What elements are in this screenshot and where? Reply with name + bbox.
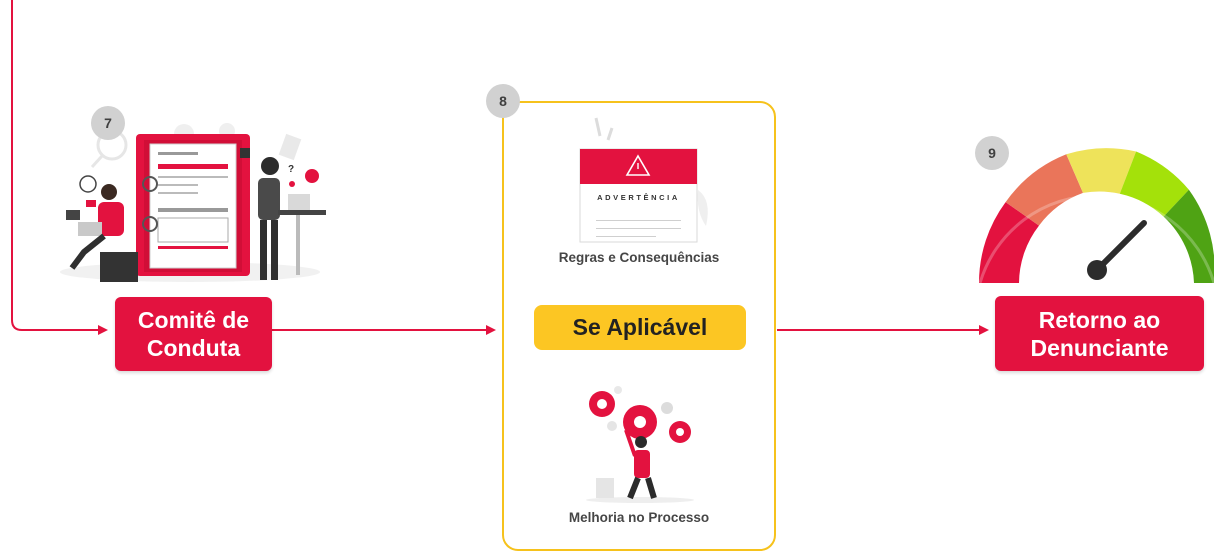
step-9-title-box: Retorno ao Denunciante: [995, 296, 1204, 371]
step-9-title-line-2: Denunciante: [1030, 334, 1169, 361]
process-improvement-caption: Melhoria no Processo: [568, 509, 710, 525]
step-9-title-line-1: Retorno ao: [1038, 306, 1161, 333]
incoming-connector: [11, 0, 108, 335]
step-7-badge: 7: [91, 106, 125, 140]
if-applicable-pill: Se Aplicável: [534, 305, 746, 350]
step-7-title-line-2: Conduta: [146, 335, 241, 361]
step-7-title-line-1: Comitê de: [137, 307, 250, 333]
warning-card-label: ADVERTÊNCIA: [597, 192, 680, 202]
committee-illustration: ?: [60, 123, 326, 282]
step-9-badge: 9: [975, 136, 1009, 170]
step-7-title-box: Comitê de Conduta: [115, 297, 272, 371]
rules-caption: Regras e Consequências: [558, 249, 720, 265]
step-8-badge: 8: [486, 84, 520, 118]
svg-text:?: ?: [288, 164, 294, 175]
speedometer-gauge-icon: [978, 148, 1214, 284]
